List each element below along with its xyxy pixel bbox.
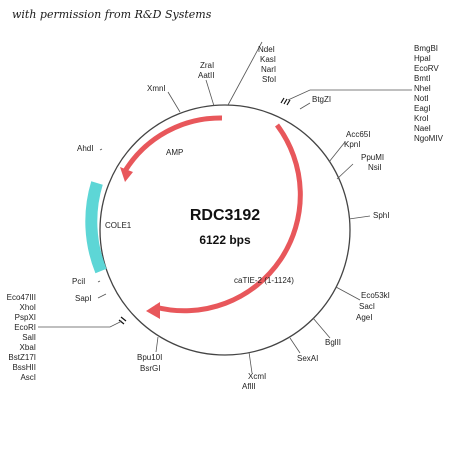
site-label: Eco47III <box>7 293 36 302</box>
site-label: KroI <box>414 114 429 123</box>
site-bglii: BglII <box>325 338 341 347</box>
insert-arrowhead <box>146 302 160 319</box>
site-aatii: AatII <box>198 71 214 80</box>
site-label: EcoRV <box>414 64 439 73</box>
site-label: HpaI <box>414 54 431 63</box>
mcs-top-ticks <box>280 97 291 106</box>
site-label: XbaI <box>20 343 36 352</box>
site-aflii: AflII <box>242 382 256 391</box>
site-bsrgi: BsrGI <box>140 364 160 373</box>
site-sexai: SexAI <box>297 354 318 363</box>
site-pcii: PciI <box>72 277 85 286</box>
site-eco53ki: Eco53kI <box>361 291 390 300</box>
site-kpni: KpnI <box>344 140 360 149</box>
site-label: BmtI <box>414 74 430 83</box>
cole1-feature-arc <box>85 181 107 274</box>
insert-label: caTIE-2 (1-1124) <box>234 276 294 285</box>
site-nsii: NsiI <box>368 163 382 172</box>
site-sphi: SphI <box>373 211 389 220</box>
site-label: AscI <box>20 373 36 382</box>
site-xcmi: XcmI <box>248 372 266 381</box>
site-ndei: NdeI <box>258 45 275 54</box>
site-btgzi: BtgZI <box>312 95 331 104</box>
site-saci: SacI <box>359 302 375 311</box>
site-label: NaeI <box>414 124 431 133</box>
site-label: PspXI <box>15 313 36 322</box>
site-acc65i: Acc65I <box>346 130 370 139</box>
amp-arrowhead <box>120 167 133 182</box>
site-ahdi: AhdI <box>77 144 93 153</box>
amp-feature-arc <box>122 115 223 173</box>
insert-feature-arc <box>154 123 303 314</box>
site-label: EcoRI <box>14 323 36 332</box>
leader-lines <box>38 41 412 374</box>
plasmid-size: 6122 bps <box>199 233 251 247</box>
mcs-bottom-ticks <box>118 316 127 325</box>
site-ppumi: PpuMI <box>361 153 384 162</box>
plasmid-name: RDC3192 <box>190 207 260 224</box>
site-agei: AgeI <box>356 313 372 322</box>
site-label: BmgBI <box>414 44 438 53</box>
amp-label: AMP <box>166 148 183 157</box>
site-label: BstZ17I <box>8 353 36 362</box>
site-nari: NarI <box>261 65 276 74</box>
site-label: NheI <box>414 84 431 93</box>
cole1-label: COLE1 <box>105 221 132 230</box>
permission-caption: with permission from R&D Systems <box>12 8 212 21</box>
site-label: BssHII <box>12 363 36 372</box>
site-kasi: KasI <box>260 55 276 64</box>
site-label: SalI <box>22 333 36 342</box>
site-zrai: ZraI <box>200 61 214 70</box>
site-sapi: SapI <box>75 294 91 303</box>
mcs-bottom-list: Eco47III XhoI PspXI EcoRI SalI XbaI BstZ… <box>7 293 36 382</box>
site-xmni: XmnI <box>147 84 166 93</box>
site-label: XhoI <box>20 303 36 312</box>
site-label: NgoMIV <box>414 134 444 143</box>
site-label: EagI <box>414 104 430 113</box>
site-bpu10i: Bpu10I <box>137 353 162 362</box>
site-label: NotI <box>414 94 429 103</box>
backbone-circle <box>99 104 351 356</box>
mcs-top-list: BmgBI HpaI EcoRV BmtI NheI NotI EagI Kro… <box>414 44 444 143</box>
site-sfoi: SfoI <box>262 75 276 84</box>
